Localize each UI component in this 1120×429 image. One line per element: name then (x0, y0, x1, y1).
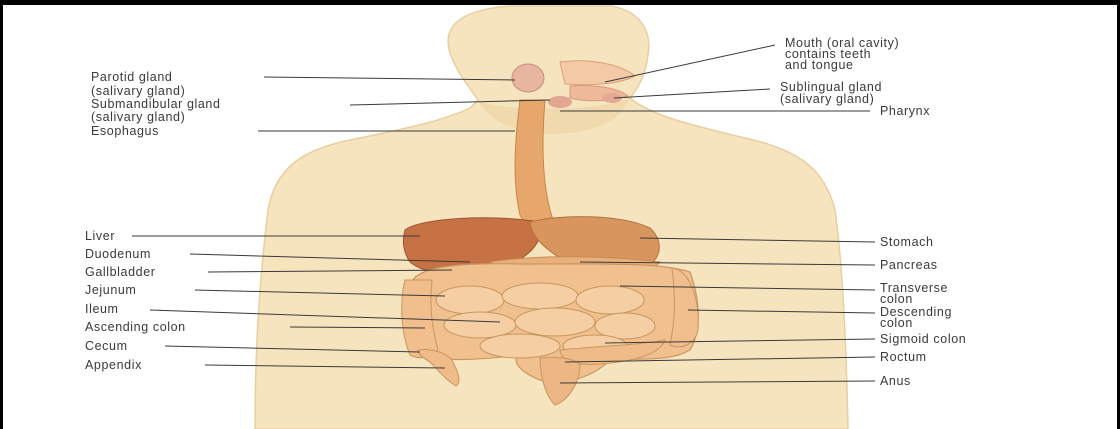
label-ascending-colon: Ascending colon (85, 320, 186, 334)
label-sublingual: Sublingual gland (salivary gland) (780, 80, 886, 106)
label-duodenum: Duodenum (85, 247, 151, 261)
label-jejunum: Jejunum (85, 283, 136, 297)
label-pancreas: Pancreas (880, 258, 938, 272)
ileum-loop (444, 312, 516, 338)
label-sigmoid-colon: Sigmoid colon (880, 332, 966, 346)
label-mouth: Mouth (oral cavity) contains teeth and t… (785, 36, 903, 72)
label-submandibular: Submandibular gland (salivary gland) (91, 97, 225, 124)
label-pharynx: Pharynx (880, 104, 930, 118)
leader-sublingual (614, 89, 770, 98)
label-parotid: Parotid gland (salivary gland) (91, 70, 185, 98)
label-cecum: Cecum (85, 339, 128, 353)
left-labels: Parotid gland (salivary gland) Submandib… (85, 70, 225, 372)
parotid-gland (512, 64, 544, 92)
submandibular-gland (548, 96, 572, 108)
label-transverse-colon: Transverse colon (880, 281, 952, 306)
label-anus: Anus (880, 374, 911, 388)
jejunum-loop (436, 286, 504, 314)
label-esophagus: Esophagus (91, 124, 159, 138)
label-rectum: Roctum (880, 350, 927, 364)
label-descending-colon: Descending colon (880, 305, 956, 330)
label-liver: Liver (85, 229, 115, 243)
label-stomach: Stomach (880, 235, 934, 249)
label-gallbladder: Gallbladder (85, 265, 156, 279)
label-appendix: Appendix (85, 358, 142, 372)
label-ileum: Ileum (85, 302, 119, 316)
